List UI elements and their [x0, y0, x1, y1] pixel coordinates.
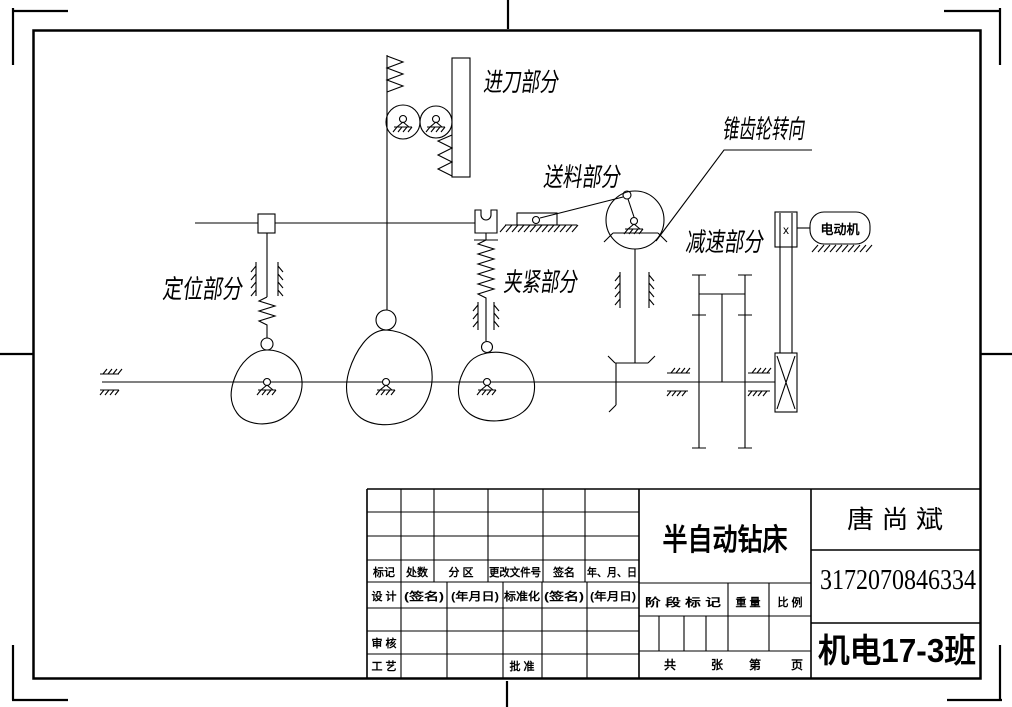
- label-bevel-steering: 锥齿轮转向: [721, 114, 807, 144]
- drawing-title: 半自动钻床: [663, 524, 788, 557]
- belt-drive: [774, 211, 810, 413]
- word-total: 共: [664, 657, 676, 672]
- pulley-x-mark: x: [783, 223, 789, 237]
- label-positioning: 定位部分: [161, 274, 245, 304]
- th-signature: 签名: [552, 565, 575, 579]
- cell-sign2: (签名): [544, 589, 584, 603]
- th-weight: 重 量: [735, 595, 760, 609]
- motor-symbol: [809, 211, 873, 253]
- clamping-mechanism: [457, 233, 536, 422]
- title-block-grid: [366, 488, 981, 678]
- upper-slide-line: [195, 209, 498, 234]
- th-change-doc: 更改文件号: [489, 565, 541, 579]
- cell-approve: 批 准: [509, 659, 534, 673]
- drawing-border: [32, 29, 982, 680]
- cell-audit: 审 核: [371, 636, 396, 650]
- cell-design: 设 计: [371, 589, 396, 603]
- feed-part-mechanism: [385, 55, 471, 310]
- label-material-feed: 送料部分: [542, 162, 623, 192]
- th-mark: 标记: [372, 565, 395, 579]
- th-date: 年、月、日: [587, 565, 637, 579]
- class-name: 机电17-3班: [818, 632, 976, 669]
- word-page: 页: [791, 658, 803, 672]
- th-stage-mark: 阶 段 标 记: [645, 595, 721, 609]
- cell-date1: (年月日): [451, 589, 499, 603]
- word-no: 第: [749, 657, 761, 672]
- th-zone: 分 区: [448, 565, 473, 579]
- th-scale: 比 例: [777, 595, 802, 609]
- student-number: 3172070846334: [820, 565, 976, 596]
- bevel-leader-line: [655, 149, 812, 242]
- author-name: 唐 尚 斌: [847, 506, 943, 534]
- cell-date2: (年月日): [590, 589, 636, 603]
- cell-process: 工 艺: [371, 659, 396, 673]
- bevel-gear-pair: [607, 355, 656, 413]
- cell-standardize: 标准化: [503, 589, 540, 603]
- material-feed-mechanism: [499, 190, 668, 363]
- word-sheets: 张: [711, 657, 724, 672]
- title-block-text: 标记 处数 分 区 更改文件号 签名 年、月、日 设 计 (签名) (年月日) …: [371, 506, 976, 673]
- main-camshaft: [99, 368, 775, 396]
- reduction-gear-train: [666, 274, 772, 449]
- label-reduction: 减速部分: [684, 227, 766, 257]
- cell-sign1: (签名): [404, 589, 444, 603]
- label-motor: 电动机: [820, 222, 859, 237]
- label-clamping: 夹紧部分: [502, 267, 580, 297]
- label-feed-part: 进刀部分: [482, 67, 561, 97]
- th-count: 处数: [405, 565, 429, 579]
- feed-cam-mechanism: [346, 309, 433, 426]
- positioning-mechanism: [230, 233, 303, 425]
